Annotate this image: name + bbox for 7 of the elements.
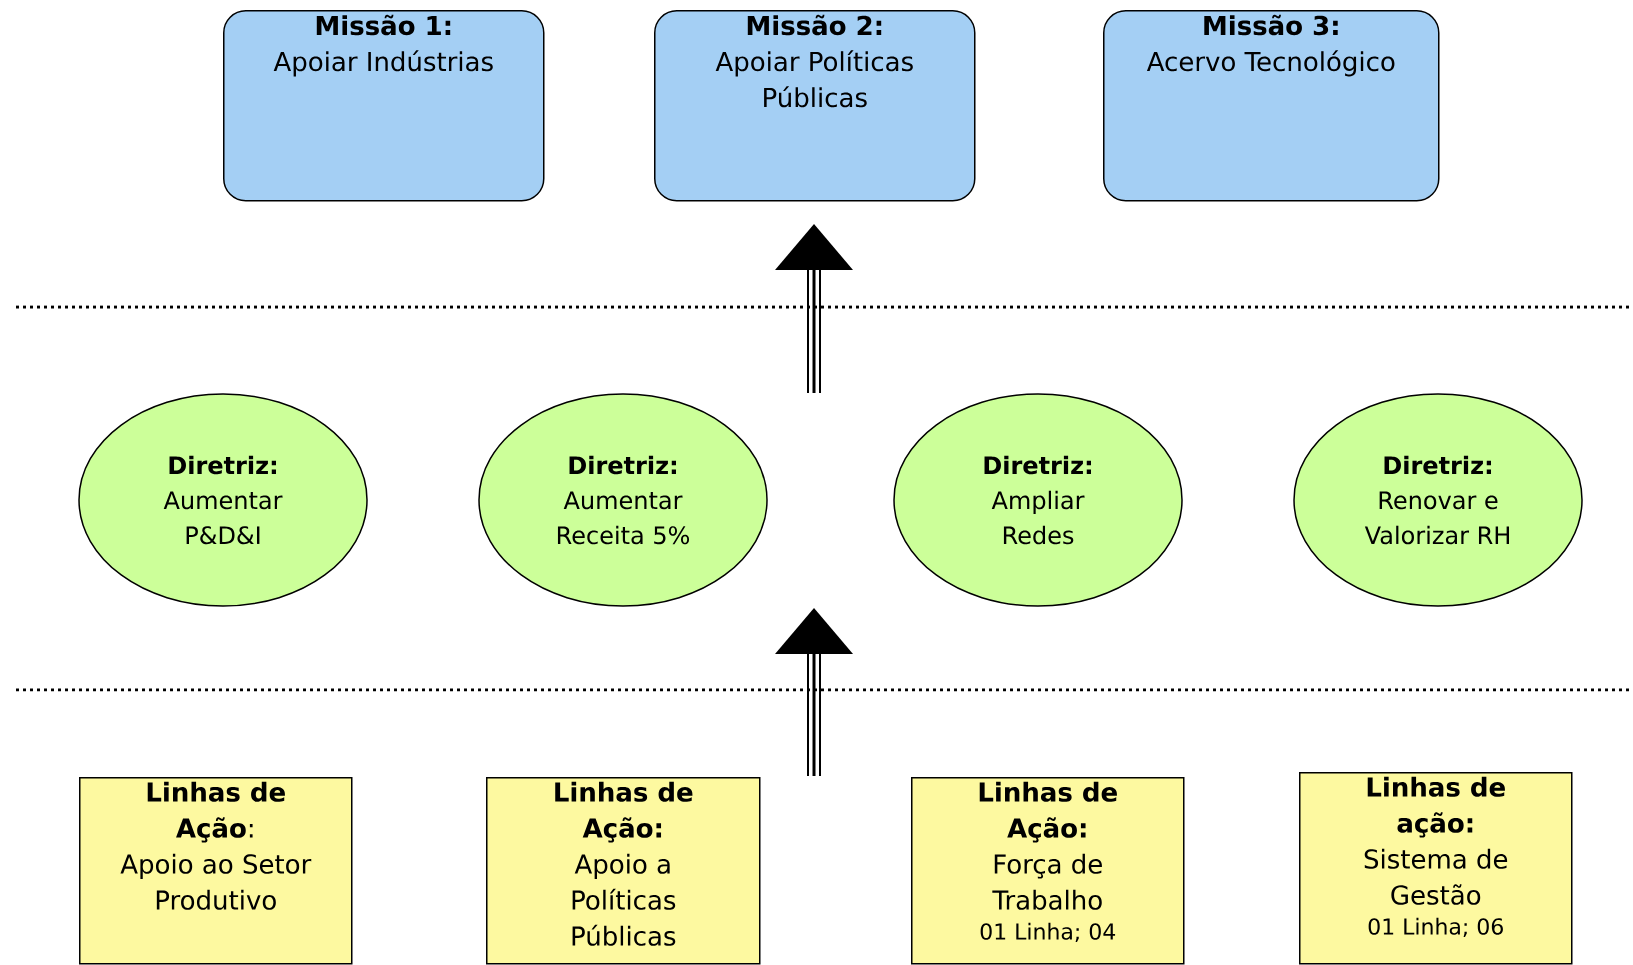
mission-box: Missão 1: Apoiar Indústrias <box>223 10 545 202</box>
action-box: Linhas de Ação: Apoio ao Setor Produtivo <box>79 777 353 965</box>
action-box: Linhas de Ação: Apoio a Políticas Públicas <box>486 777 761 965</box>
action-box: Linhas de ação: Sistema de Gestão 01 Linha; 06 <box>1299 772 1573 965</box>
action-box: Linhas de Ação: Força de Trabalho 01 Linha; 04 <box>911 777 1185 965</box>
mission-box: Missão 2: Apoiar Políticas Públicas <box>654 10 976 202</box>
mission-box: Missão 3: Acervo Tecnológico <box>1103 10 1440 202</box>
